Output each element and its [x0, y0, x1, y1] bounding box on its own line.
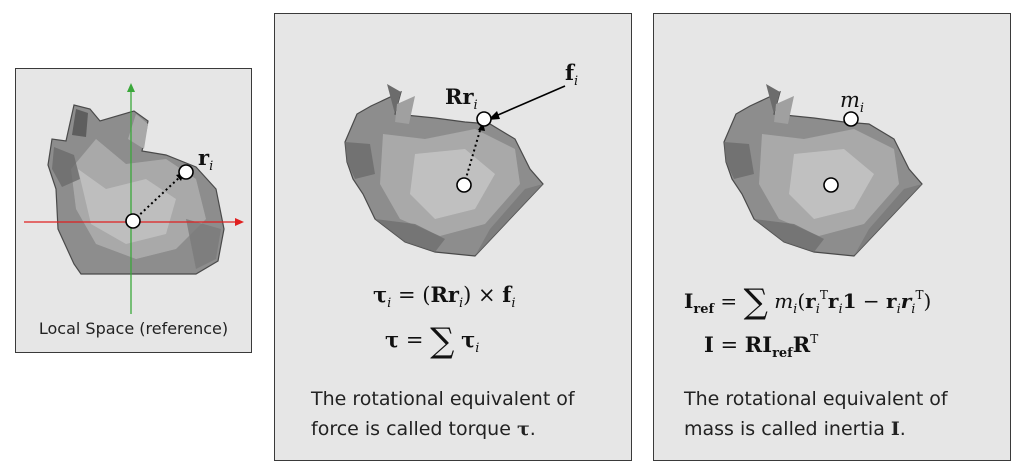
center-of-mass-point	[823, 177, 839, 193]
torque-figure	[344, 84, 566, 257]
inertia-panel: mi Iref = ∑ mi(riTri1 − ririT) I = RIref…	[653, 13, 1011, 461]
ri-label: ri	[198, 145, 214, 174]
reference-inertia-equation: Iref = ∑ mi(riTri1 − ririT)	[684, 282, 932, 322]
mass-point	[843, 111, 859, 127]
local-space-caption: Local Space (reference)	[38, 319, 229, 338]
inertia-caption: The rotational equivalent of mass is cal…	[684, 388, 948, 440]
y-axis-arrow-icon	[127, 83, 135, 92]
bunny-model	[47, 104, 225, 275]
inertia-figure	[723, 84, 923, 257]
local-space-figure	[24, 83, 244, 314]
rotated-position-vector	[463, 126, 482, 186]
total-torque-equation: τ = ∑ τi	[385, 321, 480, 361]
rri-label: Rri	[445, 84, 478, 113]
x-axis-arrow-icon	[235, 218, 244, 226]
bunny-model	[344, 84, 544, 257]
local-space-panel: ri Local Space (reference)	[15, 68, 252, 353]
bunny-model	[723, 84, 923, 257]
mi-label: mi	[840, 88, 865, 116]
torque-caption: The rotational equivalent of force is ca…	[311, 388, 575, 440]
center-of-mass-point	[456, 177, 472, 193]
torque-panel: Rri fi τi = (Rri) × fi τ = ∑ τi The rota…	[274, 13, 632, 461]
torque-equation: τi = (Rri) × fi	[373, 282, 516, 311]
position-vector	[132, 174, 183, 222]
center-of-mass-point	[125, 213, 141, 229]
world-inertia-equation: I = RIrefRT	[704, 332, 819, 361]
force-vector	[490, 85, 566, 119]
fi-label: fi	[565, 60, 579, 89]
particle-point	[476, 111, 492, 127]
particle-point	[178, 164, 194, 180]
